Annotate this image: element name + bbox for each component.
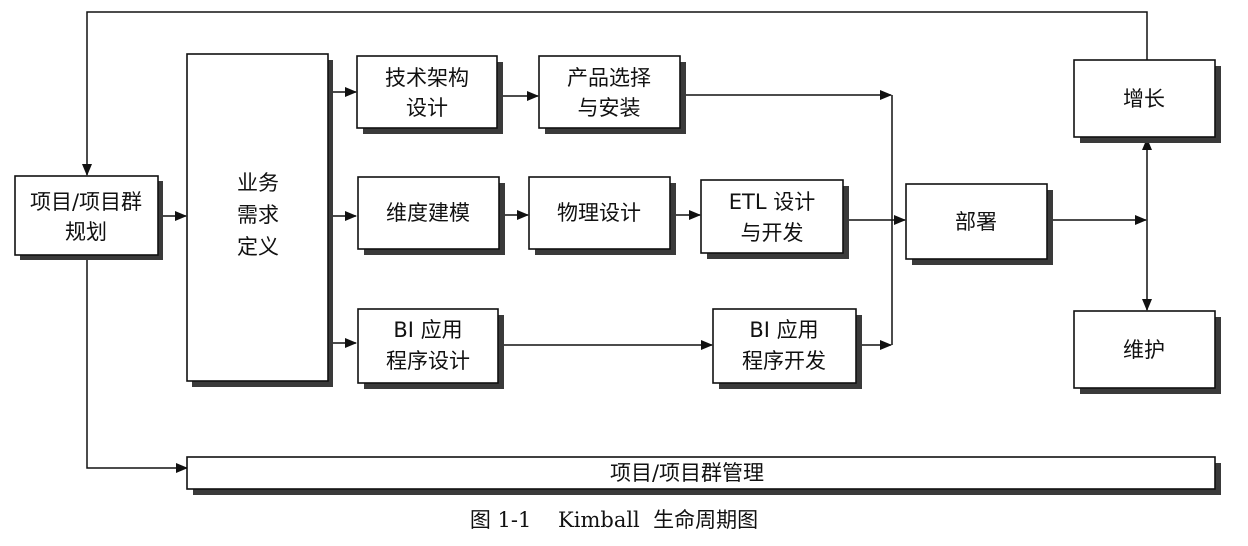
node-bi-app-design-line-2: 程序设计: [386, 349, 470, 373]
node-tech-architecture: 技术架构 设计: [356, 55, 503, 134]
node-tech-architecture-line-1: 技术架构: [385, 66, 469, 90]
node-planning-line-1: 项目/项目群: [30, 190, 142, 214]
nodes: 项目/项目群 规划 业务 需求 定义 技术架构 设计 产品选择 与安装 维度建模: [14, 53, 1221, 495]
node-maintenance-line-1: 维护: [1123, 338, 1165, 362]
node-product-selection-line-2: 与安装: [578, 96, 641, 120]
figure-caption: 图 1-1 Kimball 生命周期图: [470, 508, 758, 532]
node-requirements-line-3: 定义: [237, 235, 279, 259]
node-bi-app-design: BI 应用 程序设计: [357, 308, 504, 389]
node-deployment-line-1: 部署: [955, 210, 997, 234]
node-requirements-line-1: 业务: [237, 171, 279, 195]
node-product-selection: 产品选择 与安装: [538, 55, 686, 134]
node-dimensional-modeling-line-1: 维度建模: [386, 201, 470, 225]
arrow-planning-to-management: [86, 250, 188, 473]
arrow-growth-to-planning: [82, 11, 1148, 176]
node-bi-app-development-line-1: BI 应用: [749, 318, 818, 342]
node-tech-architecture-line-2: 设计: [406, 96, 448, 120]
node-requirements: 业务 需求 定义: [186, 53, 333, 387]
node-growth: 增长: [1073, 59, 1221, 143]
node-etl: ETL 设计 与开发: [700, 179, 849, 259]
node-planning: 项目/项目群 规划: [14, 175, 163, 260]
node-growth-line-1: 增长: [1123, 87, 1165, 111]
node-bi-app-design-line-1: BI 应用: [393, 318, 462, 342]
node-bi-app-development-line-2: 程序开发: [742, 349, 826, 373]
node-deployment: 部署: [905, 183, 1053, 265]
node-bi-app-development: BI 应用 程序开发: [712, 308, 862, 389]
node-dimensional-modeling: 维度建模: [357, 176, 505, 255]
node-etl-line-2: 与开发: [741, 221, 804, 245]
node-program-management: 项目/项目群管理: [186, 456, 1221, 495]
node-maintenance: 维护: [1073, 310, 1221, 394]
node-planning-line-2: 规划: [65, 220, 107, 244]
node-physical-design: 物理设计: [528, 176, 676, 255]
node-requirements-line-2: 需求: [237, 203, 279, 227]
node-etl-line-1: ETL 设计: [729, 190, 815, 214]
node-physical-design-line-1: 物理设计: [557, 201, 641, 225]
node-program-management-line-1: 项目/项目群管理: [610, 461, 764, 485]
node-product-selection-line-1: 产品选择: [567, 66, 651, 90]
